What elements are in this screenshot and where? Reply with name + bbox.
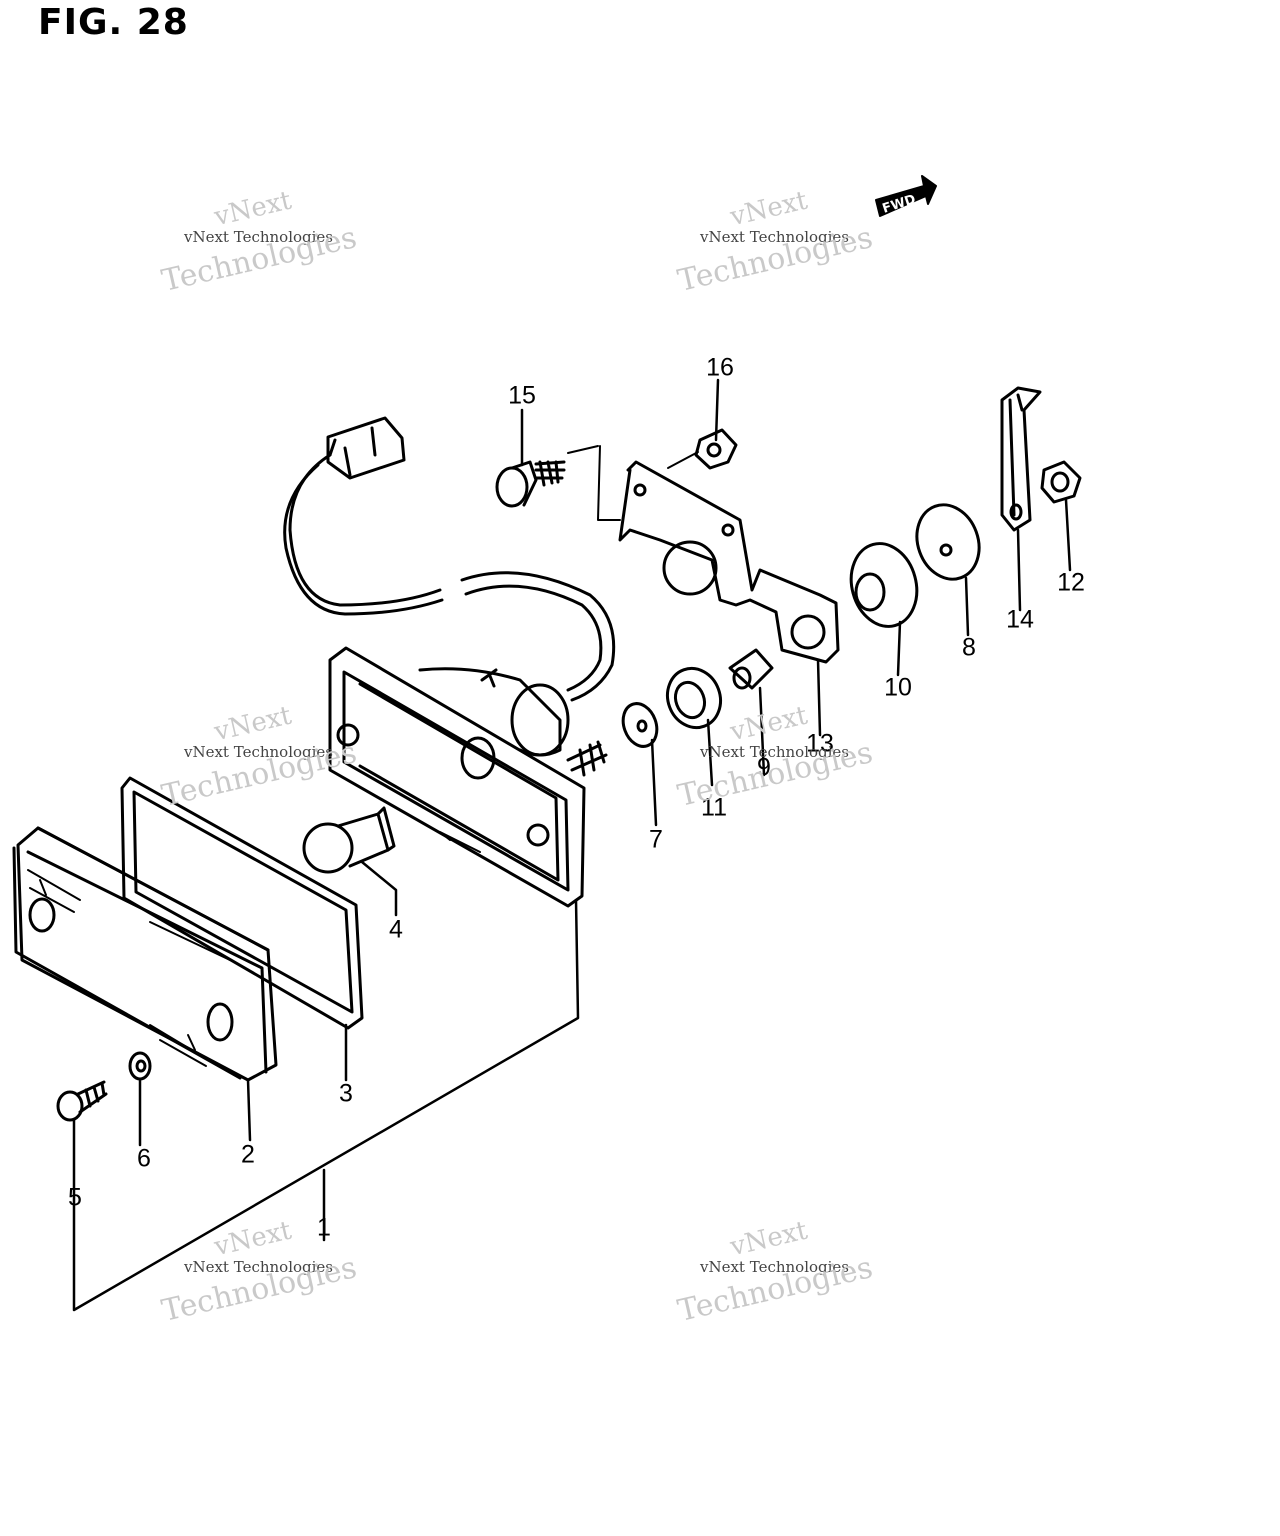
lens-part <box>12 826 278 1082</box>
bolt-part <box>495 460 566 508</box>
callout-12: 12 <box>1057 568 1085 597</box>
callout-5: 5 <box>68 1183 82 1212</box>
gasket-part <box>120 776 364 1030</box>
callout-14: 14 <box>1006 605 1034 634</box>
nut-small-part <box>1040 460 1082 504</box>
callout-4: 4 <box>389 915 403 944</box>
callout-11: 11 <box>701 793 727 822</box>
callout-3: 3 <box>339 1079 353 1108</box>
stay-part <box>1000 386 1042 532</box>
callout-10: 10 <box>884 673 912 702</box>
grommet-part <box>666 666 722 730</box>
screw-part <box>56 1080 108 1122</box>
callout-7: 7 <box>649 825 663 854</box>
callout-15: 15 <box>508 381 536 410</box>
callout-6: 6 <box>137 1144 151 1173</box>
nut-part <box>694 428 738 470</box>
callout-9: 9 <box>757 753 771 782</box>
washer-large-part <box>915 503 981 581</box>
figure-title: FIG. 28 <box>38 2 189 43</box>
wire-harness <box>283 416 616 702</box>
washer-part <box>621 702 659 748</box>
washer-small-part <box>128 1051 152 1081</box>
callout-8: 8 <box>962 633 976 662</box>
callout-16: 16 <box>706 353 734 382</box>
collar-part <box>728 648 774 690</box>
bracket-part <box>567 445 840 664</box>
callout-13: 13 <box>806 729 834 758</box>
callout-1: 1 <box>317 1213 331 1242</box>
bulb-part <box>302 806 396 874</box>
fwd-label: FWD <box>881 192 918 217</box>
lamp-housing-part <box>328 646 608 908</box>
leader-lines <box>72 378 1072 1312</box>
callout-2: 2 <box>241 1140 255 1169</box>
cushion-part <box>849 542 919 628</box>
fwd-arrow-icon: FWD <box>875 175 937 217</box>
